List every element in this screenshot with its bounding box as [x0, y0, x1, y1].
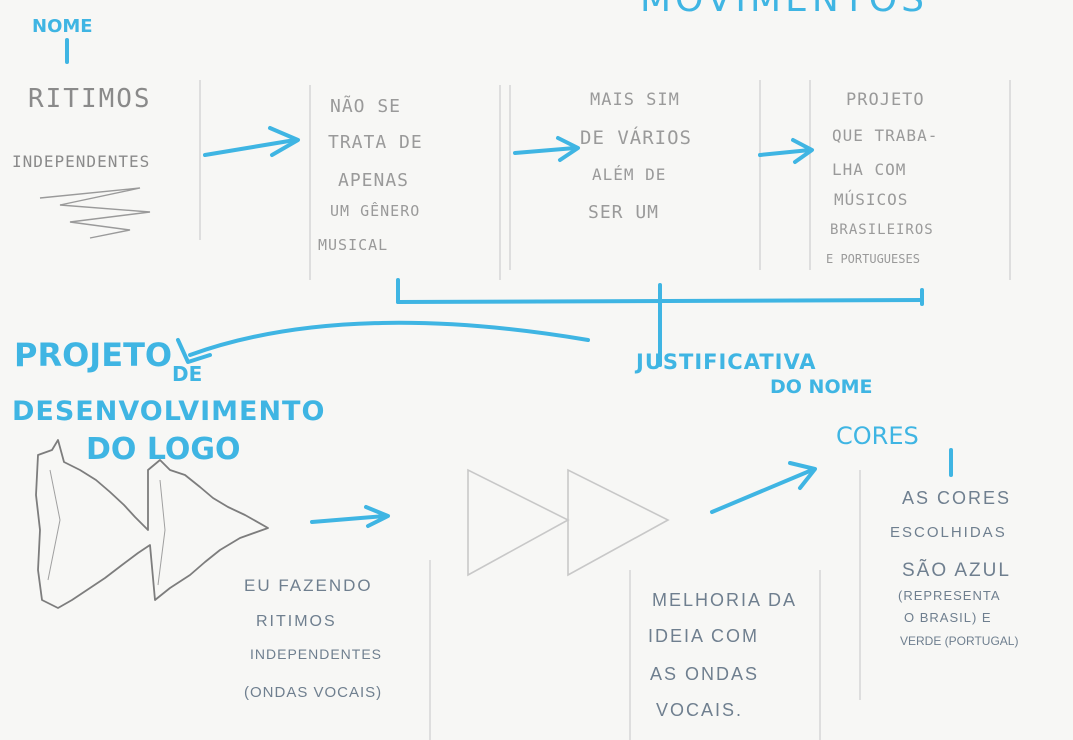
projeto-line2: DE — [172, 362, 203, 386]
cores-line4: (REPRESENTA — [898, 588, 1001, 603]
justificativa-line1: JUSTIFICATIVA — [636, 350, 817, 374]
box2-line2: TRATA DE — [328, 132, 423, 153]
top-title: MOVIMENTOS — [640, 0, 928, 21]
box1-line2: INDEPENDENTES — [12, 152, 151, 171]
projeto-line3: DESENVOLVIMENTO — [12, 396, 326, 427]
cores-line1: AS CORES — [902, 488, 1012, 508]
box4-line6: E PORTUGUESES — [826, 252, 920, 266]
box2-line4: UM GÊNERO — [330, 202, 421, 220]
caption1-line4: (ONDAS VOCAIS) — [244, 684, 383, 701]
caption2-line4: VOCAIS. — [656, 700, 744, 720]
arrow-curve-icon — [176, 320, 590, 364]
arrow-3-icon — [758, 138, 814, 164]
box3-line2: DE VÁRIOS — [580, 127, 692, 149]
box2-line3: APENAS — [338, 170, 410, 191]
cores-title: CORES — [836, 422, 919, 450]
arrow-cores-icon — [710, 461, 817, 514]
caption1-line3: INDEPENDENTES — [250, 646, 383, 662]
cores-line2: ESCOLHIDAS — [890, 524, 1007, 541]
caption2-line1: MELHORIA DA — [652, 590, 798, 610]
arrow-2-icon — [513, 136, 580, 162]
scribble-icon — [39, 187, 151, 239]
box3-line3: ALÉM DE — [592, 165, 667, 184]
caption2-line2: IDEIA COM — [648, 626, 760, 646]
box2-line5: MUSICAL — [318, 236, 389, 254]
cores-line5: O BRASIL) E — [904, 610, 992, 625]
caption1-line2: RITIMOS — [256, 613, 337, 630]
projeto-line1: PROJETO — [14, 336, 173, 374]
box3-line4: SER UM — [588, 202, 660, 223]
box4-line5: BRASILEIROS — [830, 222, 934, 238]
box4-line2: QUE TRABA- — [832, 126, 939, 145]
arrow-1-icon — [203, 126, 300, 157]
fast-forward-logo-icon — [35, 439, 269, 609]
box4-line4: MÚSICOS — [834, 190, 909, 209]
box2-line1: NÃO SE — [330, 96, 402, 117]
caption1-line1: EU FAZENDO — [244, 576, 373, 595]
box4-line1: PROJETO — [846, 90, 925, 110]
bracket-connector — [396, 278, 924, 367]
box1-line1: RITIMOS — [28, 84, 152, 114]
cores-line6: VERDE (PORTUGAL) — [900, 634, 1019, 648]
arrow-logo-icon — [310, 505, 390, 528]
caption2-line3: AS ONDAS — [650, 664, 760, 684]
box3-line1: MAIS SIM — [590, 90, 680, 110]
nome-heading: NOME — [32, 16, 93, 37]
cores-line3: SÃO AZUL — [902, 560, 1011, 581]
projeto-line4: DO LOGO — [86, 432, 241, 467]
box4-line3: LHA COM — [832, 160, 907, 179]
justificativa-line2: DO NOME — [770, 376, 873, 398]
improved-logo-icon — [467, 468, 670, 577]
